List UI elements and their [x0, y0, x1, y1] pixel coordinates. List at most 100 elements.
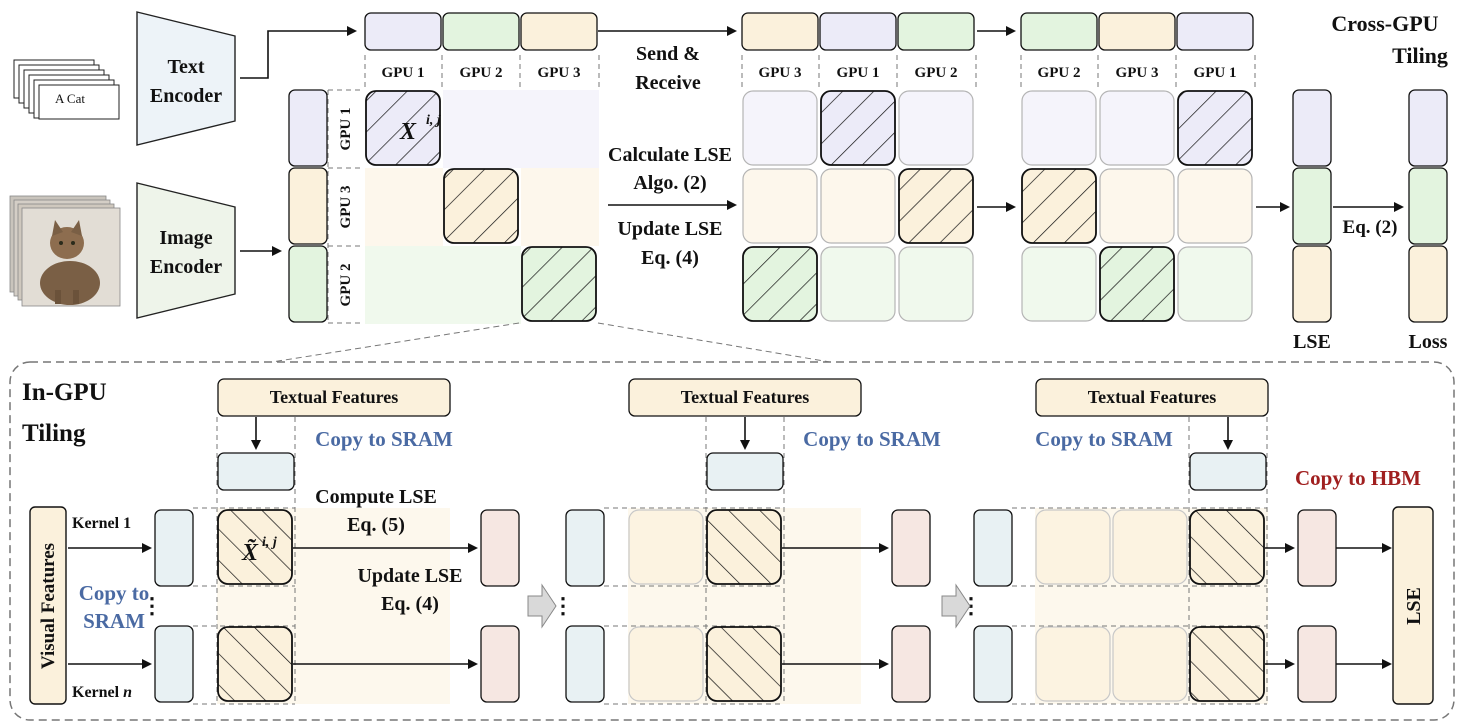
tile-idle [820, 246, 896, 322]
in-gpu-stages: Textual Features⋮Textual Features⋮Textua… [141, 378, 1392, 705]
row-label: GPU 2 [338, 264, 354, 307]
column-label: GPU 3 [538, 65, 581, 81]
column-label: GPU 3 [1116, 65, 1159, 81]
visual-sram-chunk [565, 625, 605, 703]
image-encoder: Image Encoder [136, 182, 236, 319]
visual-features-box [29, 506, 67, 705]
kernel-n-label: Kernel n [72, 684, 132, 701]
compute-lse-label: Compute LSE [315, 486, 437, 508]
svg-text:Text: Text [167, 56, 204, 78]
text-chunk-2-1 [741, 12, 819, 51]
tile-background [521, 168, 599, 246]
tile-hatch [218, 627, 292, 701]
zoom-lines [271, 322, 831, 363]
tile-hatch [821, 91, 895, 165]
textual-features-box [217, 378, 451, 417]
text-chunk-1-3 [520, 12, 598, 51]
lse-column-label: LSE [1293, 331, 1331, 353]
tile-background [365, 246, 443, 324]
tile-hatch [707, 627, 781, 701]
sram-chunk [217, 452, 295, 491]
eq2-label: Eq. (2) [1343, 217, 1398, 238]
visual-sram-chunk [154, 509, 194, 587]
loss-column [1408, 89, 1448, 323]
tile-idle [1099, 90, 1175, 166]
update-lse-eq: Eq. (4) [641, 247, 699, 269]
tile-grid-3 [1021, 90, 1253, 322]
tile-hatch [366, 91, 440, 165]
copy-to-sram-3: Copy to SRAM [1035, 427, 1173, 451]
row-label-separators [327, 89, 360, 324]
tile-idle [1177, 168, 1253, 244]
svg-text:Encoder: Encoder [150, 85, 222, 107]
row-label: GPU 3 [338, 186, 354, 229]
tile-idle [628, 509, 704, 585]
column-label: GPU 1 [382, 65, 425, 81]
tile-idle [1112, 509, 1188, 585]
send-receive-label-2: Receive [635, 72, 701, 94]
visual-features-label: Visual Features [38, 543, 59, 669]
lse-column [1292, 89, 1332, 323]
tilde-superscript: i, j [262, 535, 277, 550]
cross-gpu-title: Cross-GPU [1331, 11, 1438, 36]
tile-background [365, 168, 443, 246]
cat-image [40, 220, 100, 305]
in-gpu-title: In-GPU [22, 379, 107, 406]
tile-idle [898, 90, 974, 166]
tile-idle [1099, 168, 1175, 244]
tile-hatch [899, 169, 973, 243]
tile-hatch [522, 247, 596, 321]
svg-text:Image: Image [159, 227, 212, 249]
tile-background [521, 90, 599, 168]
image-chunk-2 [288, 167, 328, 245]
tile-idle [1021, 246, 1097, 322]
tilde-symbol: X̃ [241, 540, 259, 566]
tile-background [443, 90, 521, 168]
column-label: GPU 2 [915, 65, 958, 81]
tile-hatch [707, 510, 781, 584]
tile-idle [820, 168, 896, 244]
textual-features-box [1035, 378, 1269, 417]
gpu-column-labels: GPU 1 GPU 2 GPU 3 GPU 3 GPU 1 GPU 2 GPU 2 GPU 3… [364, 55, 1256, 90]
text-card-label: A Cat [55, 91, 85, 106]
kernel-1-label: Kernel 1 [72, 515, 131, 532]
tile-hatch [1178, 91, 1252, 165]
tile-hatch [444, 169, 518, 243]
copy-to-sram-left-2: SRAM [83, 609, 145, 633]
tile-idle [1177, 246, 1253, 322]
lse-chunk [891, 625, 931, 703]
text-chunk-3-3 [1176, 12, 1254, 51]
image-chunk-1 [288, 89, 328, 167]
column-label: GPU 3 [759, 65, 802, 81]
image-chunk-3 [288, 245, 328, 323]
image-input-stack [9, 195, 121, 307]
loss-label: Loss [1409, 331, 1448, 353]
final-lse-label: LSE [1403, 587, 1425, 625]
copy-to-hbm: Copy to HBM [1295, 466, 1421, 490]
copy-to-sram-2: Copy to SRAM [803, 427, 941, 451]
tile-grid-2 [742, 90, 974, 322]
in-gpu-panel [9, 361, 1455, 721]
stage-arrow-1 [527, 583, 557, 629]
stage-arrow-2 [941, 583, 971, 629]
text-chunk-1-1 [364, 12, 442, 51]
text-chunk-2-3 [897, 12, 975, 51]
svg-text:Encoder: Encoder [150, 256, 222, 278]
column-label: GPU 2 [1038, 65, 1081, 81]
visual-sram-chunk [973, 509, 1013, 587]
lse-chunk [480, 625, 520, 703]
tile-idle [742, 90, 818, 166]
lse-chunk [1297, 509, 1337, 587]
cross-gpu-title-2: Tiling [1392, 43, 1448, 68]
tile-idle [1035, 626, 1111, 702]
tile-idle [1021, 90, 1097, 166]
tile-idle [1035, 509, 1111, 585]
lse-chunk [480, 509, 520, 587]
final-lse-box [1392, 506, 1434, 705]
column-label: GPU 1 [1194, 65, 1237, 81]
visual-sram-chunk [154, 625, 194, 703]
column-label: GPU 2 [460, 65, 503, 81]
sram-chunk [1189, 452, 1267, 491]
